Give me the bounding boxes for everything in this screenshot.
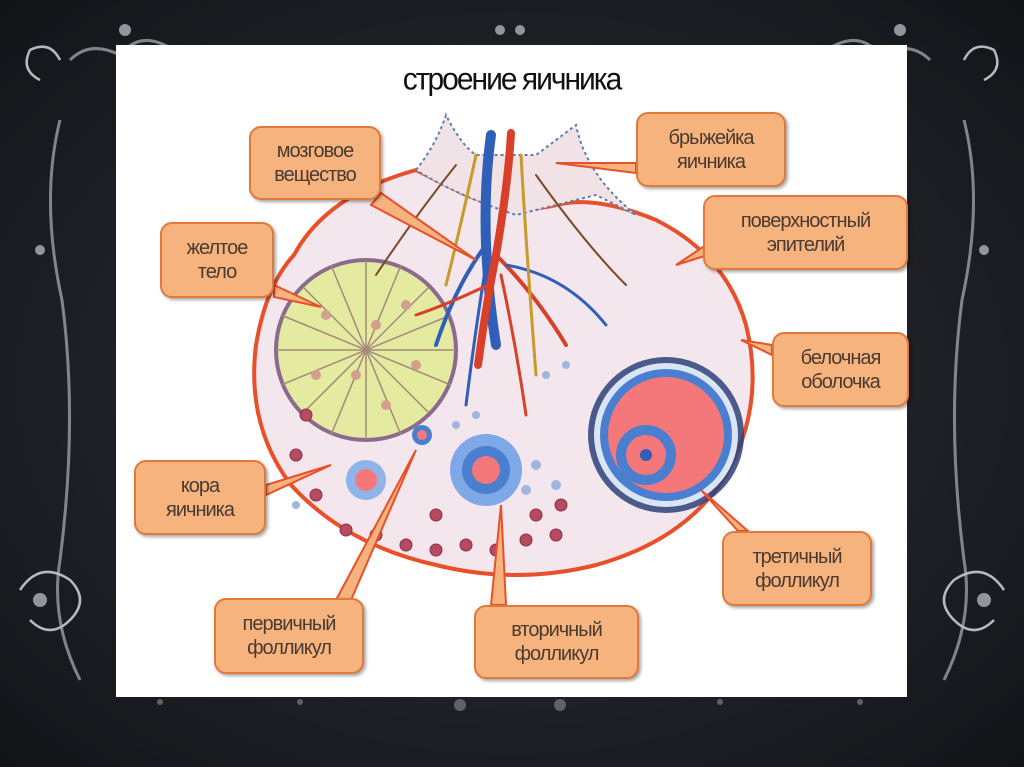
slide: строение яичника — [116, 45, 909, 697]
label-cortex: кора яичника — [134, 460, 266, 535]
label-mesovarium: брыжейка яичника — [636, 112, 786, 187]
ovary-diagram — [252, 112, 773, 606]
slide-title: строение яичника — [402, 62, 623, 97]
label-surface-epithelium: поверхностный эпителий — [703, 195, 908, 270]
label-primary-follicle: первичный фолликул — [214, 598, 364, 674]
label-medulla: мозговое вещество — [249, 126, 381, 200]
stromal-cells — [292, 361, 570, 509]
label-secondary-follicle: вторичный фолликул — [474, 605, 639, 679]
tertiary-follicle — [588, 357, 744, 513]
corpus-luteum — [274, 258, 458, 442]
secondary-follicle — [450, 434, 522, 506]
label-tertiary-follicle: третичный фолликул — [722, 531, 872, 606]
blood-vessels — [375, 129, 627, 417]
label-tunica-albuginea: белочная оболочка — [772, 332, 909, 407]
mesovarium — [414, 112, 637, 217]
primary-follicles — [346, 425, 432, 500]
label-corpus-luteum: желтое тело — [160, 222, 274, 298]
